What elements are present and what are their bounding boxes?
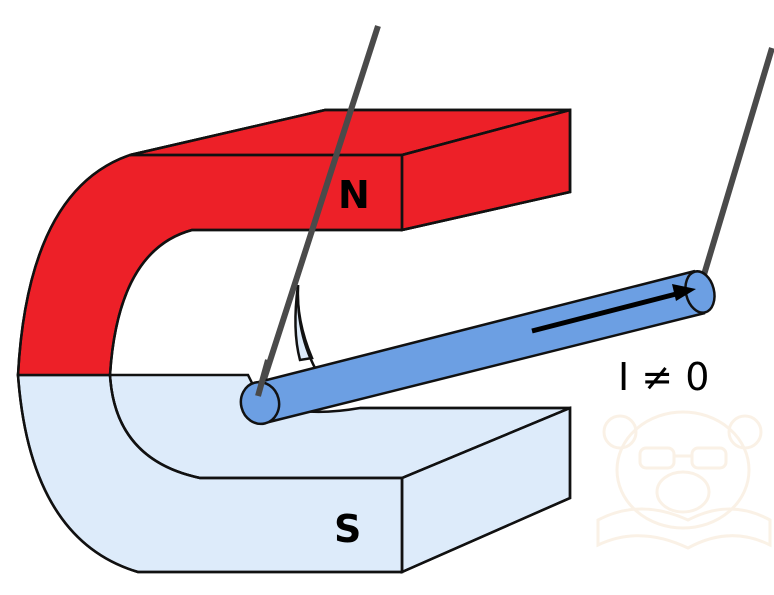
left-wire-front bbox=[255, 359, 271, 397]
rod-body bbox=[254, 270, 706, 424]
south-pole-label: S bbox=[334, 507, 361, 551]
conducting-rod bbox=[239, 269, 716, 426]
bear-with-glasses-icon bbox=[596, 410, 772, 550]
rod-right-end bbox=[684, 270, 716, 314]
current-label: I ≠ 0 bbox=[618, 355, 709, 399]
rod-left-end bbox=[239, 380, 281, 426]
right-wire bbox=[697, 47, 774, 289]
current-direction-arrow-icon bbox=[531, 284, 696, 334]
magnet-outline bbox=[16, 108, 572, 574]
north-pole-label: N bbox=[338, 173, 370, 217]
left-wire bbox=[255, 25, 381, 399]
